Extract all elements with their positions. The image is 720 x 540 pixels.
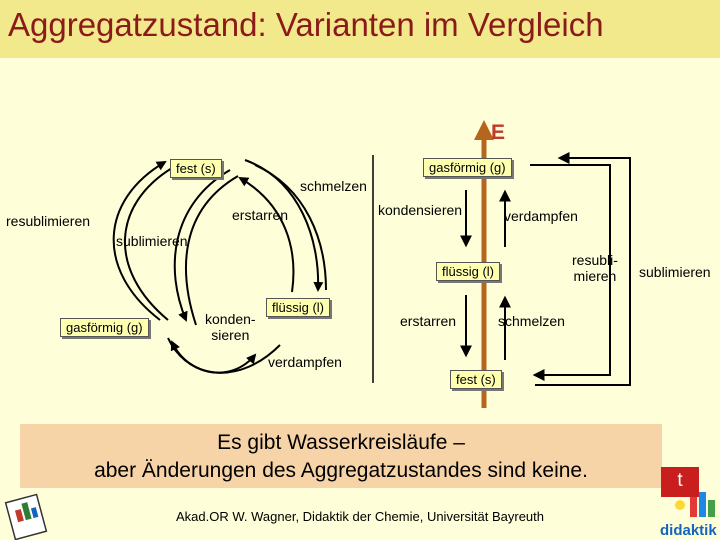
- state-gas-right: gasförmig (g): [423, 158, 512, 177]
- state-fluessig-left: flüssig (l): [266, 298, 331, 317]
- label-verdampfen-right: verdampfen: [504, 208, 578, 224]
- arrow-sublimieren: [535, 152, 631, 386]
- label-schmelzen-left: schmelzen: [300, 178, 367, 194]
- corner-badge: t: [661, 467, 699, 497]
- note-line-2: aber Änderungen des Aggregatzustandes si…: [94, 459, 588, 482]
- arc-verdampfen: [170, 340, 281, 374]
- label-sublimieren-left: sublimieren: [116, 233, 188, 249]
- document-icon: [4, 493, 48, 540]
- note-box: Es gibt Wasserkreisläufe – aber Änderung…: [20, 424, 662, 488]
- label-resublimieren-left: resublimieren: [6, 213, 91, 229]
- footer-credit: Akad.OR W. Wagner, Didaktik der Chemie, …: [176, 509, 544, 524]
- state-fest-right: fest (s): [450, 370, 502, 389]
- label-verdampfen-left: verdampfen: [268, 354, 342, 370]
- state-fest-left: fest (s): [170, 159, 222, 178]
- label-erstarren-left: erstarren: [232, 207, 289, 223]
- label-sublimieren-right: sublimieren: [639, 264, 711, 280]
- label-erstarren-right: erstarren: [400, 313, 457, 329]
- label-kondensieren-left: konden- sieren: [205, 311, 256, 343]
- arc-sublimieren: [173, 169, 231, 322]
- didaktik-logo: didaktik: [660, 492, 717, 539]
- state-gas-left: gasförmig (g): [60, 318, 149, 337]
- corner-badge-letter: t: [677, 470, 683, 491]
- arc-erstarren: [238, 176, 295, 293]
- logo-text: didaktik: [660, 522, 717, 539]
- title-bar: Aggregatzustand: Varianten im Vergleich: [0, 0, 720, 58]
- left-cycle-arcs: [112, 159, 327, 374]
- energy-label: E: [491, 121, 506, 144]
- note-line-1: Es gibt Wasserkreisläufe –: [217, 431, 465, 454]
- arc-resublimieren: [112, 160, 167, 321]
- right-ladder-arrows: [460, 152, 631, 386]
- label-kondensieren-right: kondensieren: [378, 202, 463, 218]
- label-resublimieren-right: resubli- mieren: [572, 252, 618, 284]
- label-schmelzen-right: schmelzen: [498, 313, 565, 329]
- state-fluessig-right: flüssig (l): [436, 262, 501, 281]
- arrow-resublimieren: [530, 164, 611, 381]
- page-title: Aggregatzustand: Varianten im Vergleich: [8, 6, 604, 43]
